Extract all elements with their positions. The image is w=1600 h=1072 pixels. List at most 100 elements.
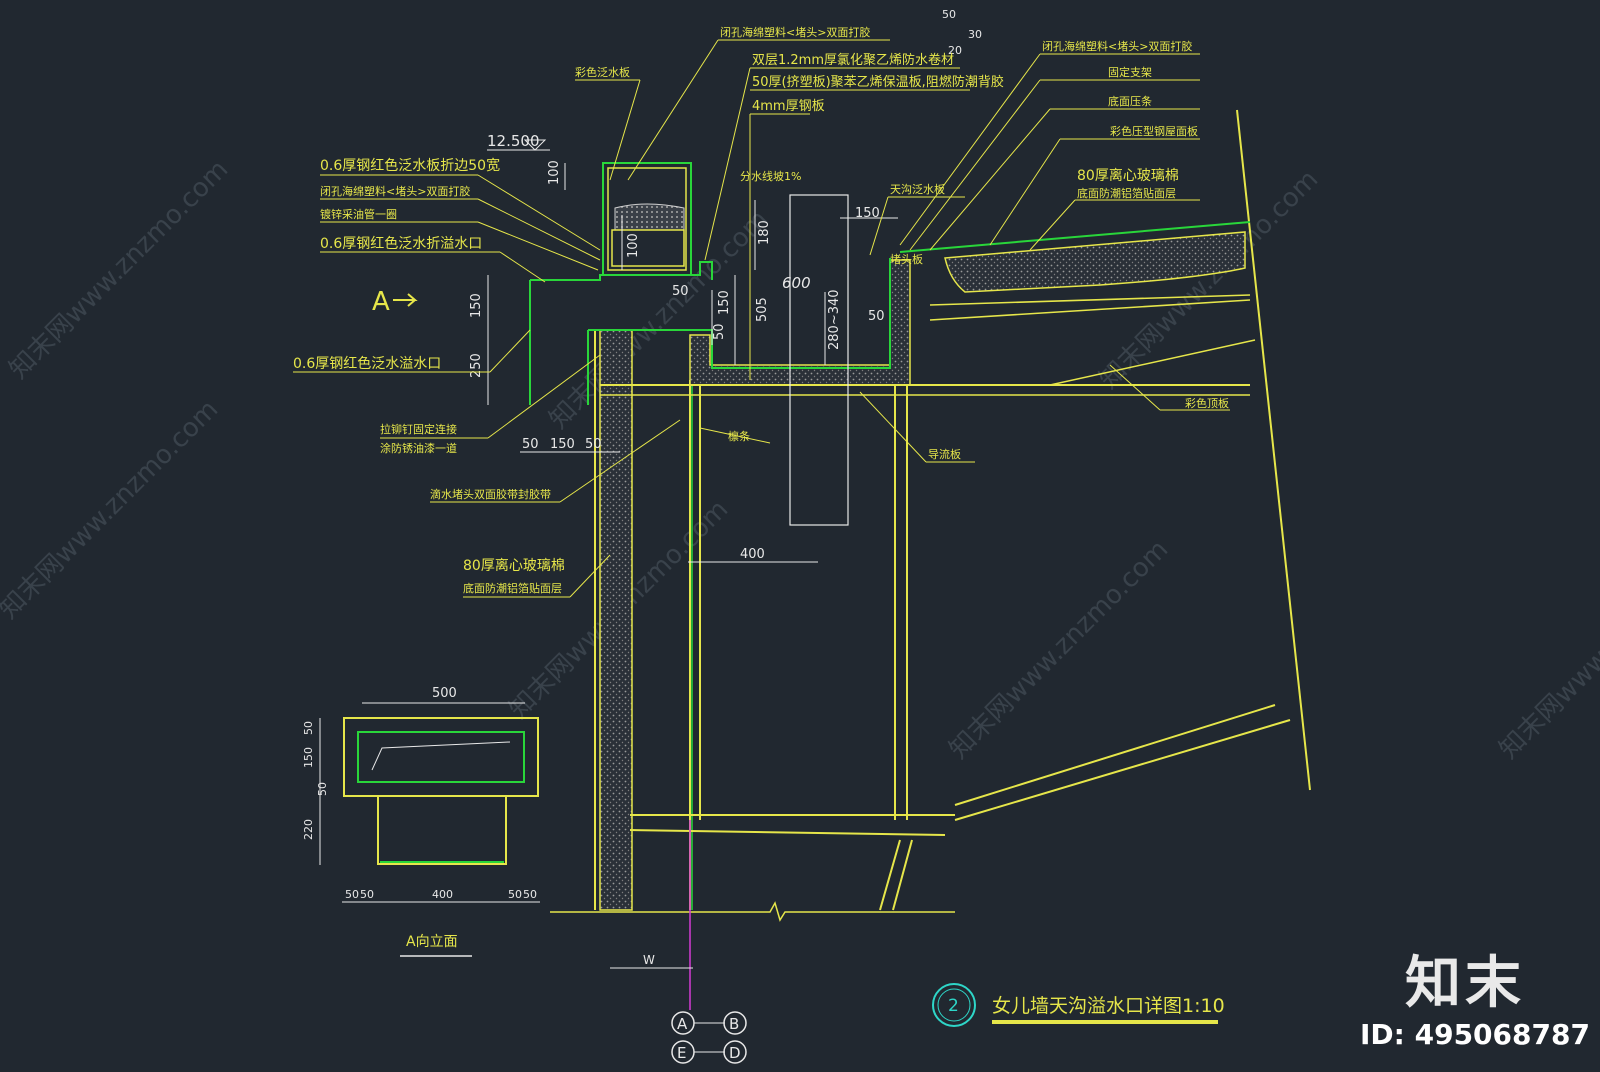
parapet-cap-box-inner bbox=[607, 167, 687, 271]
callout-left-5: 0.6厚钢红色泛水溢水口 bbox=[293, 355, 441, 372]
dim-150v-mid: 150 bbox=[717, 290, 732, 315]
callout-top-3: 4mm厚钢板 bbox=[752, 99, 825, 114]
leader-line bbox=[487, 354, 601, 439]
leader-line bbox=[1029, 199, 1076, 251]
leader-line bbox=[704, 67, 751, 261]
dim-250v: 250 bbox=[469, 353, 484, 378]
elevation-level: 12.500 bbox=[487, 132, 540, 150]
dim-50h1: 50 bbox=[522, 437, 539, 452]
dimension-lines bbox=[487, 163, 898, 969]
leader-line bbox=[489, 329, 531, 373]
detail-number-circle bbox=[932, 983, 976, 1027]
view-a-arrow bbox=[393, 293, 418, 307]
watermark-text: 知末网www.znzmo.com bbox=[4, 154, 235, 385]
elevation-outer-frame bbox=[343, 717, 539, 797]
leader-line bbox=[699, 427, 771, 444]
dim-400: 400 bbox=[740, 547, 765, 562]
slope-line bbox=[954, 704, 1276, 806]
dim-scale-30: 30 bbox=[968, 28, 982, 41]
callout-left-1: 0.6厚钢红色泛水板折边50宽 bbox=[320, 157, 500, 174]
callout-left-8: 滴水堵头双面胶带封胶带 bbox=[430, 487, 551, 501]
break-line bbox=[550, 901, 955, 922]
parapet-insulation bbox=[614, 203, 685, 231]
callout-right-5: 80厚离心玻璃棉 bbox=[1077, 167, 1179, 184]
slope-line bbox=[954, 719, 1291, 821]
callout-top-2: 50厚(挤塑板)聚苯乙烯保温板,阻燃防潮背胶 bbox=[752, 74, 1004, 90]
dim-100b: 100 bbox=[626, 233, 641, 258]
dim-scale-50: 50 bbox=[942, 8, 956, 21]
roof-panel-line bbox=[929, 294, 1251, 306]
callout-left-6: 拉铆钉固定连接 bbox=[380, 422, 457, 436]
leader-line bbox=[609, 79, 641, 181]
axis-bubble-b bbox=[723, 1011, 747, 1035]
watermark-text: 知末网www.znzmo.com bbox=[1494, 534, 1600, 765]
leader-line bbox=[499, 251, 546, 283]
watermark-text: 知末网www.znzmo.com bbox=[0, 394, 224, 625]
elev-dim-b400: 400 bbox=[432, 888, 453, 901]
leader-line bbox=[899, 53, 1041, 246]
dim-scale-20: 20 bbox=[948, 44, 962, 57]
elevation-title: A向立面 bbox=[406, 934, 458, 950]
leader-line bbox=[1109, 364, 1161, 411]
callout-right-10: 堵头板 bbox=[890, 252, 923, 266]
callout-right-2: 底面压条 bbox=[1108, 94, 1152, 108]
axis-bubble-d bbox=[723, 1040, 747, 1064]
leader-line bbox=[477, 174, 601, 251]
watermark-text: 知末网www.znzmo.com bbox=[944, 534, 1175, 765]
elev-dim-b50a: 50 bbox=[345, 888, 359, 901]
watermark-logo: 知末 bbox=[1405, 951, 1525, 1016]
watermark-text: 知末网www.znzmo.com bbox=[544, 204, 775, 435]
elev-dim-150: 150 bbox=[302, 747, 315, 768]
axis-label-a: A bbox=[677, 1015, 688, 1033]
leader-line bbox=[477, 221, 599, 271]
leader-line bbox=[989, 138, 1061, 246]
view-a-label: A bbox=[372, 287, 390, 317]
callout-left-0: 彩色泛水板 bbox=[575, 65, 630, 79]
detail-title-text: 女儿墙天沟溢水口详图1:10 bbox=[992, 995, 1225, 1017]
beam-line bbox=[629, 829, 946, 836]
dim-150-top: 150 bbox=[855, 206, 880, 221]
axis-bubbles: A B E D bbox=[671, 1011, 747, 1064]
leader-line bbox=[859, 391, 927, 463]
leader-line bbox=[627, 39, 719, 181]
axis-label-d: D bbox=[729, 1044, 741, 1062]
leader-line bbox=[569, 554, 611, 598]
watermark-layer: 知末网www.znzmo.com 知末网www.znzmo.com 知末网www… bbox=[0, 154, 1600, 765]
elevation-inner-frame bbox=[357, 731, 525, 783]
elev-dim-b50b: 50 bbox=[360, 888, 374, 901]
dim-150v: 150 bbox=[469, 293, 484, 318]
dim-50b: 50 bbox=[712, 323, 727, 340]
callout-left-2: 闭孔海绵塑料<堵头>双面打胶 bbox=[320, 184, 470, 198]
dim-600: 600 bbox=[782, 274, 811, 292]
flashing-profile bbox=[530, 261, 713, 281]
elev-dim-50b: 50 bbox=[316, 782, 329, 796]
elevation-triangle bbox=[523, 139, 547, 151]
elev-dim-b50d: 50 bbox=[523, 888, 537, 901]
roof-panel-line bbox=[1049, 339, 1256, 386]
right-boundary bbox=[1236, 109, 1311, 791]
image-id-label: ID: 495068787 bbox=[1360, 1018, 1590, 1051]
leader-line bbox=[909, 79, 1041, 251]
downpipe-outline bbox=[789, 194, 849, 526]
elev-dim-b50c: 50 bbox=[508, 888, 522, 901]
callout-right-8: 导流板 bbox=[928, 447, 961, 461]
leader-line bbox=[869, 196, 889, 256]
callout-right-0: 闭孔海绵塑料<堵头>双面打胶 bbox=[1042, 39, 1192, 53]
callout-left-10: 底面防潮铝箔贴面层 bbox=[463, 581, 562, 595]
dim-50a: 50 bbox=[672, 284, 689, 299]
leader-line bbox=[559, 419, 681, 503]
callout-right-6: 底面防潮铝箔贴面层 bbox=[1077, 186, 1176, 200]
callout-top-0: 闭孔海绵塑料<堵头>双面打胶 bbox=[720, 25, 870, 39]
elevation-dims bbox=[319, 702, 540, 903]
gutter-green-liner bbox=[690, 258, 891, 369]
elev-dim-220: 220 bbox=[302, 819, 315, 840]
dim-505: 505 bbox=[755, 297, 770, 322]
callout-left-9: 80厚离心玻璃棉 bbox=[463, 557, 565, 574]
callout-top-1: 双层1.2mm厚氯化聚乙烯防水卷材 bbox=[752, 52, 954, 68]
parapet-inner-tube bbox=[611, 229, 685, 267]
elev-dim-50a: 50 bbox=[302, 721, 315, 735]
wall-insulation-hatch bbox=[599, 329, 633, 911]
elevation-detail-a: 500 50 150 50 220 50 50 400 50 50 A向立面 bbox=[302, 686, 540, 957]
beam-line bbox=[892, 839, 913, 911]
